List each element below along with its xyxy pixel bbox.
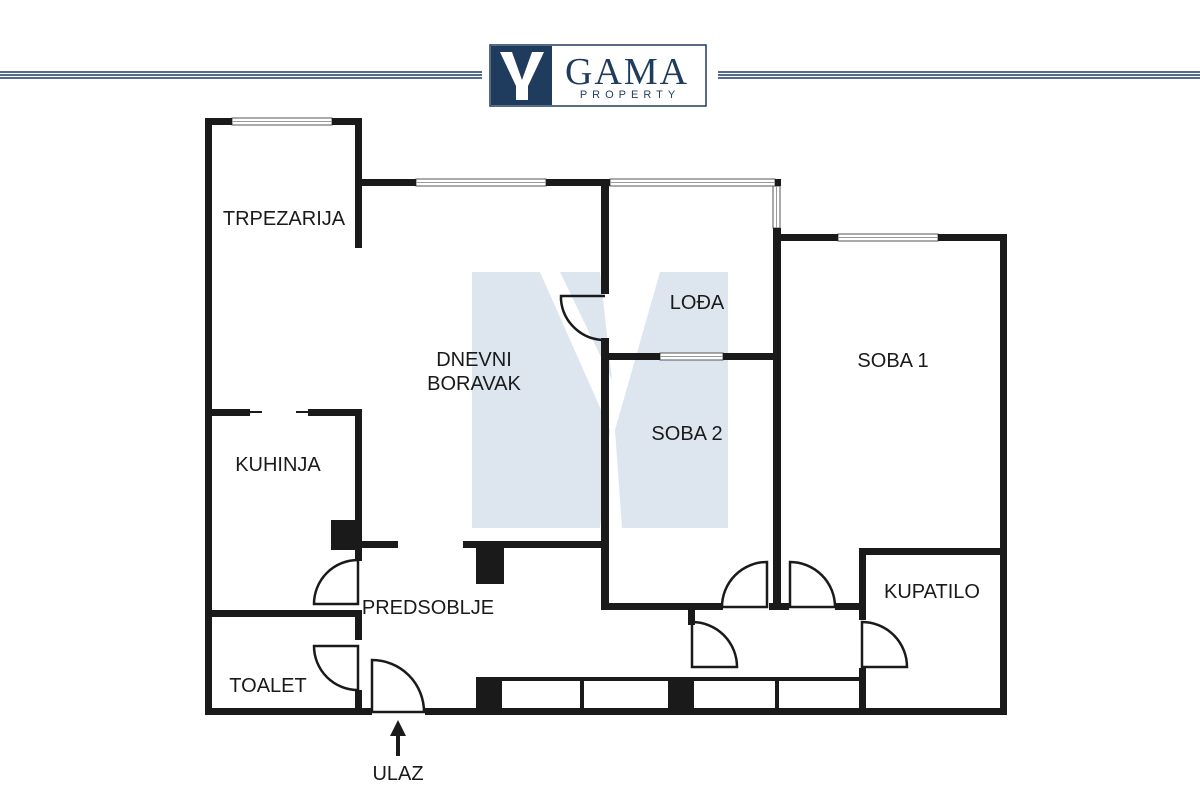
doors (312, 294, 909, 714)
header-rules (0, 71, 1200, 79)
room-label-soba1: SOBA 1 (857, 350, 928, 372)
room-label-dnevni-2: BORAVAK (427, 373, 521, 395)
room-label-soba2: SOBA 2 (651, 423, 722, 445)
door-entrance (370, 658, 426, 714)
brand-name: GAMA (565, 51, 689, 93)
entrance-label: ULAZ (372, 763, 423, 785)
arrow-up-icon (390, 720, 406, 756)
walls (205, 118, 1007, 715)
watermark-logo (472, 272, 728, 528)
brand-subtitle: PROPERTY (580, 89, 680, 101)
door-soba2 (720, 560, 769, 609)
door-soba1 (788, 560, 837, 609)
wall-outer-bottom (205, 708, 372, 715)
room-label-trpezarija: TRPEZARIJA (223, 208, 346, 230)
door-loda (559, 294, 606, 342)
room-label-toalet: TOALET (229, 675, 306, 697)
wall-outer-left (205, 118, 212, 715)
brand-logo: GAMA PROPERTY (489, 44, 707, 107)
room-label-kuhinja: KUHINJA (235, 454, 321, 476)
wall-outer-right (1000, 234, 1007, 715)
room-label-dnevni-1: DNEVNI (436, 349, 512, 371)
room-label-loda: LOĐA (670, 292, 725, 314)
door-kupatilo (860, 620, 909, 669)
door-toalet (312, 644, 360, 692)
door-kuhinja (312, 558, 360, 606)
room-label-kupatilo: KUPATILO (884, 581, 980, 603)
room-label-predsoblje: PREDSOBLJE (362, 597, 494, 619)
door-hallway (690, 620, 739, 669)
